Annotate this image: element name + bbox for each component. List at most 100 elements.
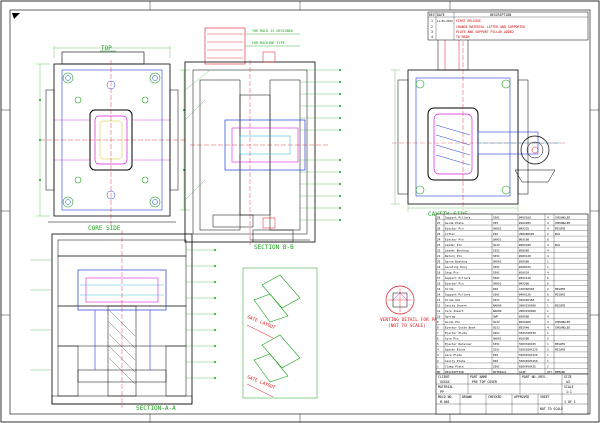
- bom-cell: 1: [547, 259, 549, 263]
- title-scale: 1:1: [566, 390, 572, 394]
- bom-cell: Guide Pin: [445, 320, 460, 324]
- bom-cell: 200X150X60: [519, 309, 536, 313]
- venting-detail-note: VENTING DETAIL FOR PART: [380, 317, 443, 323]
- bom-cell: 2: [437, 359, 439, 363]
- bom-cell: 3: [437, 353, 439, 357]
- view-label-core-side: CORE SIDE: [88, 225, 121, 232]
- bom-cell: S55C: [493, 348, 500, 352]
- bom-cell: 1: [437, 364, 439, 368]
- bom-cell: Ø16X10: [519, 269, 529, 274]
- bom-cell: Ø6X235: [519, 225, 529, 230]
- bom-cell: 550X100X120: [519, 348, 538, 352]
- bom-cell: SKD61: [493, 337, 502, 341]
- bom-cell: Ø28X60: [519, 247, 529, 252]
- bom-cell: 1: [547, 309, 549, 313]
- title-client: XXXXX: [440, 380, 450, 384]
- bom-cell: 6: [547, 282, 549, 286]
- bom-cell: 28: [437, 215, 441, 219]
- bom-cell: Ø100X15: [519, 264, 531, 269]
- bom-cell: Ø20X180: [519, 242, 531, 247]
- title-mold-no-label: MOLD NO.: [438, 395, 453, 399]
- bom-cell: MISUMI: [555, 342, 565, 346]
- bom-cell: 4: [547, 320, 549, 324]
- bom-cell: S50C: [493, 215, 500, 219]
- bom-cell: 25: [437, 232, 441, 236]
- svg-text:FIRST RELEASE: FIRST RELEASE: [456, 19, 481, 23]
- bom-header-cell: DESCRIPTION: [445, 370, 464, 374]
- bom-cell: 16: [437, 282, 441, 286]
- bom-cell: 24: [437, 237, 441, 241]
- view-label-section-aa: SECTION-A-A: [136, 405, 176, 412]
- section-a-a: SECTION-A-A: [30, 230, 216, 412]
- bom-cell: 27: [437, 221, 441, 225]
- bom-cell: Guide Plate: [445, 221, 464, 225]
- bom-header-cell: REMARK: [555, 370, 565, 374]
- section-bb-note-1: THE MOLD IS DESIGNED: [252, 29, 293, 33]
- bom-cell: 550X320X30: [519, 331, 536, 335]
- bom-header-cell: NO: [437, 370, 441, 374]
- bom-cell: P20: [493, 287, 498, 291]
- bom-cell: MISUMI: [555, 304, 565, 308]
- bom-cell: 550X450X120: [519, 353, 538, 357]
- bom-cell: P20: [493, 232, 498, 236]
- title-block: CLIENT XXXXX PART NAME PRE TOP COVER PAR…: [435, 373, 589, 415]
- bom-cell: 6: [437, 337, 439, 341]
- svg-text:TO MAIN: TO MAIN: [456, 35, 470, 39]
- bom-cell: CHEUNGLEE: [555, 326, 570, 330]
- bom-cell: S50C: [493, 270, 500, 274]
- bom-cell: 6: [547, 276, 549, 280]
- bom-cell: 650X450X35: [519, 364, 536, 368]
- title-checked-label: CHECKED: [488, 395, 502, 399]
- bom-cell: 2: [547, 232, 549, 236]
- bom-cell: 13: [437, 298, 441, 302]
- bom-cell: SKD61: [493, 259, 502, 263]
- venting-detail-scale: (NOT TO SCALE): [388, 323, 426, 329]
- bom-cell: Support Pillars: [445, 276, 471, 280]
- title-size: A3: [566, 380, 570, 384]
- bom-cell: SWP: [493, 315, 498, 319]
- bom-cell: 18: [437, 270, 441, 274]
- bom-cell: 22: [437, 248, 441, 252]
- bom-cell: 1: [547, 342, 549, 346]
- view-label-top: TOP: [101, 45, 112, 52]
- bom-cell: 4: [547, 226, 549, 230]
- bom-cell: 4: [547, 298, 549, 302]
- bom-cell: Clamp Plate: [445, 364, 464, 368]
- bom-cell: S50C: [493, 364, 500, 368]
- bom-cell: 4: [547, 326, 549, 330]
- bom-cell: 4: [547, 215, 549, 219]
- bom-cell: 1: [547, 265, 549, 269]
- bom-cell: SUJ2: [493, 326, 500, 330]
- bom-cell: 4: [547, 248, 549, 252]
- bom-cell: Ejector Pin: [445, 237, 464, 241]
- svg-text:DESCRIPTION: DESCRIPTION: [490, 13, 511, 17]
- bom-header-cell: SIZE: [519, 370, 526, 374]
- bom-cell: SKH51: [493, 282, 502, 286]
- bom-cell: P20: [493, 353, 498, 357]
- bom-cell: 11: [437, 309, 441, 313]
- bom-cell: Stop Pin: [445, 270, 459, 274]
- bom-cell: 2: [547, 348, 549, 352]
- bom-cell: 23: [437, 243, 441, 247]
- bom-cell: S55C: [493, 254, 500, 258]
- bom-cell: Cavity Plate: [445, 359, 466, 363]
- bom-cell: 4: [547, 254, 549, 258]
- title-mold-no: M-001: [440, 400, 450, 404]
- svg-text:1: 1: [431, 19, 433, 23]
- svg-text:4: 4: [431, 35, 433, 39]
- title-part-name-label: PART NAME: [470, 375, 487, 379]
- bom-cell: 1: [547, 331, 549, 335]
- bom-cell: 1: [547, 304, 549, 308]
- svg-text:DATE: DATE: [437, 13, 445, 17]
- title-material: PP: [440, 390, 444, 394]
- title-part-no-label: PART NO./REV.: [522, 375, 547, 379]
- bom-cell: Core Plate: [445, 353, 462, 357]
- bom-cell: 12: [437, 304, 441, 308]
- bom-cell: Ø20X80: [519, 258, 529, 263]
- title-note: NOT TO SCALE: [540, 407, 563, 411]
- bom-cell: Slide: [445, 287, 454, 291]
- bom-cell: 6: [547, 293, 549, 297]
- bom-cell: S55C: [493, 331, 500, 335]
